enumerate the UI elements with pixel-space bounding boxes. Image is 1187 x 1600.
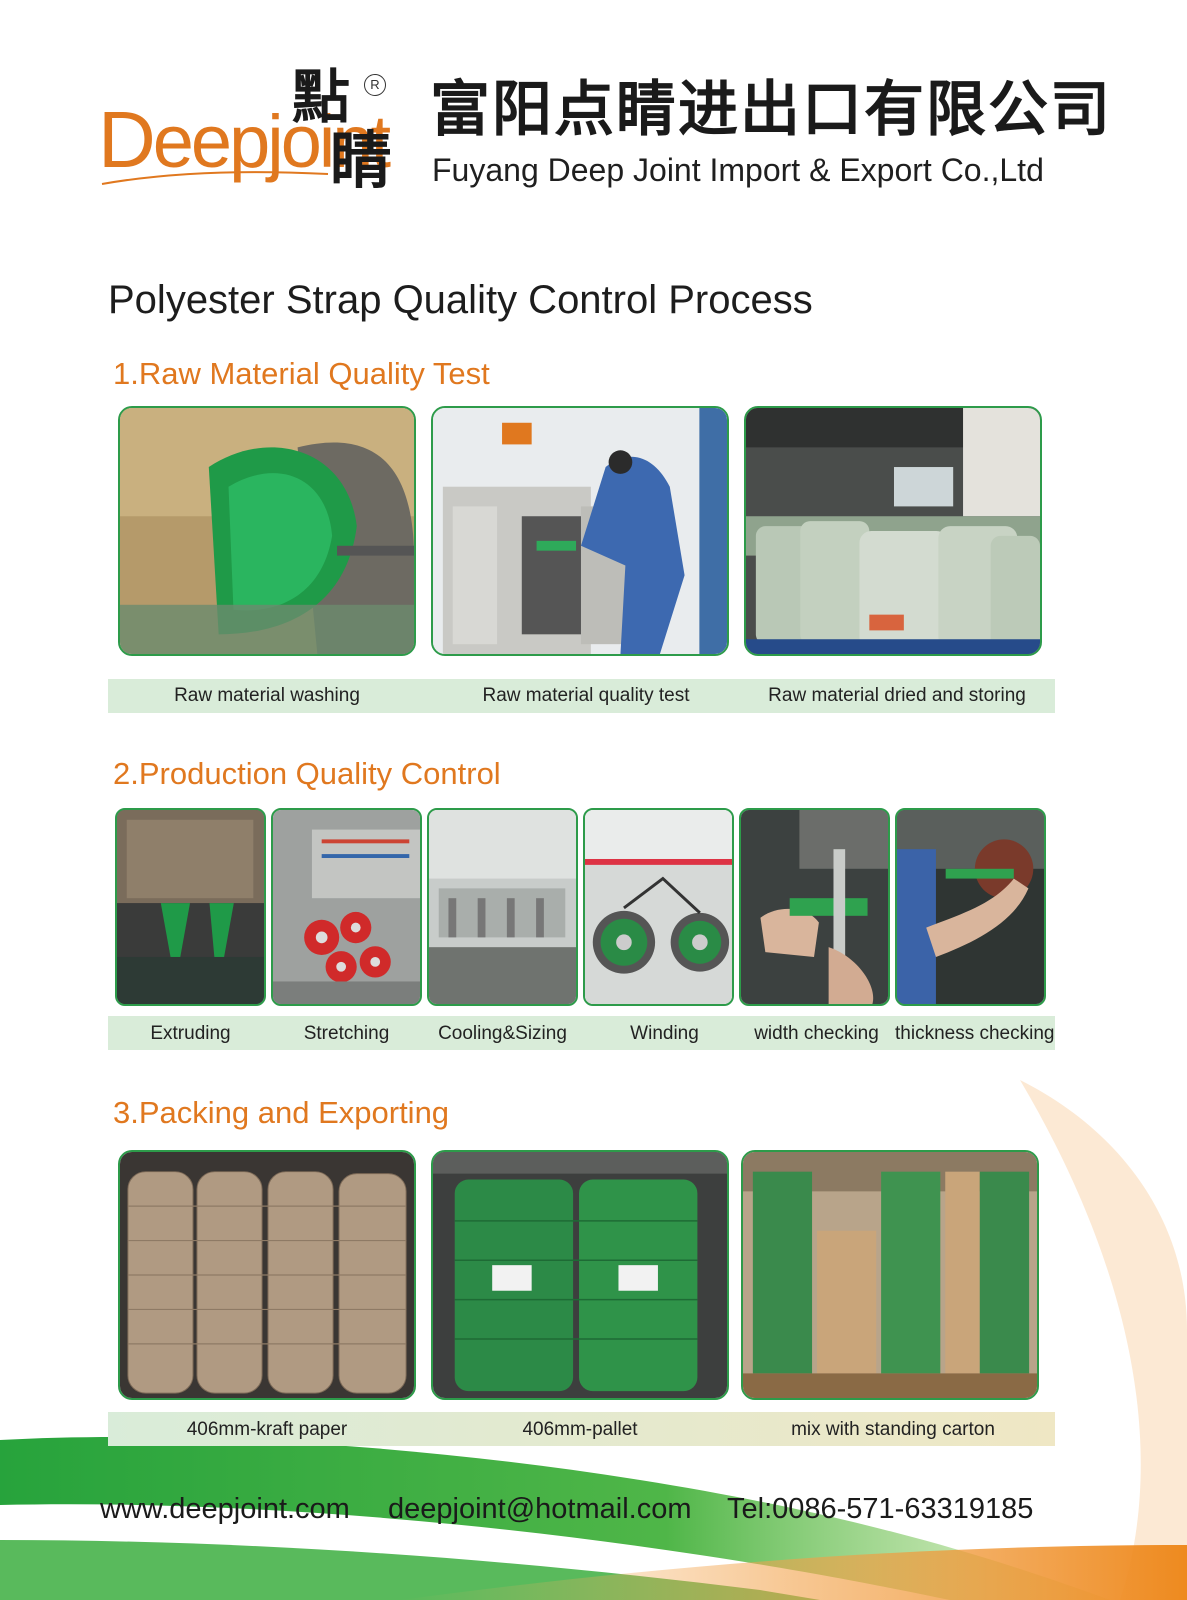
footer-email-link[interactable]: deepjoint@hotmail.com [388, 1493, 692, 1525]
caption-bar-section-3 [108, 1412, 1055, 1446]
footer-telephone: Tel:0086-571-63319185 [727, 1493, 1034, 1525]
logo-cjk-top: 點 [292, 63, 351, 131]
photo-width-checking [739, 808, 890, 1006]
photo-pallet-packing [431, 1150, 729, 1400]
caption-mix-carton: mix with standing carton [791, 1419, 995, 1440]
caption-cooling-sizing: Cooling&Sizing [438, 1023, 567, 1044]
caption-width-checking: width checking [754, 1023, 879, 1044]
photo-mix-standing-carton [741, 1150, 1039, 1400]
footer-website-link[interactable]: www.deepjoint.com [100, 1493, 350, 1525]
registered-mark: R [364, 74, 386, 96]
section-title-production: 2.Production Quality Control [113, 756, 501, 791]
caption-bar-section-1 [108, 679, 1055, 713]
caption-pallet: 406mm-pallet [522, 1419, 638, 1440]
caption-winding: Winding [630, 1023, 699, 1044]
photo-raw-material-washing [118, 406, 416, 656]
logo-rest: eepjoint [152, 100, 391, 183]
page-title: Polyester Strap Quality Control Process [108, 278, 813, 322]
caption-thickness-checking: thickness checking [895, 1023, 1055, 1044]
company-name-en: Fuyang Deep Joint Import & Export Co.,Lt… [432, 152, 1044, 188]
section-title-raw-material: 1.Raw Material Quality Test [113, 356, 490, 391]
caption-bar-section-2 [108, 1016, 1055, 1050]
company-name-cn: 富阳点睛进出口有限公司 [430, 75, 1112, 145]
photo-cooling-sizing [427, 808, 578, 1006]
logo-cjk-bottom: 睛 [330, 124, 393, 197]
photo-raw-material-dried-storing [744, 406, 1042, 656]
caption-extruding: Extruding [150, 1023, 231, 1044]
caption-kraft-paper: 406mm-kraft paper [186, 1419, 348, 1440]
caption-stretching: Stretching [303, 1023, 390, 1044]
section-title-packing: 3.Packing and Exporting [113, 1095, 450, 1130]
logo-wordmark: Deepjoint [98, 100, 391, 183]
photo-stretching [271, 808, 422, 1006]
photo-raw-material-quality-test [431, 406, 729, 656]
photo-extruding [115, 808, 266, 1006]
photo-winding [583, 808, 734, 1006]
caption-raw-material-dried-storing: Raw material dried and storing [768, 685, 1026, 706]
photo-thickness-checking [895, 808, 1046, 1006]
logo-underline-swoosh [101, 171, 329, 185]
caption-raw-material-quality-test: Raw material quality test [482, 685, 690, 706]
photo-kraft-paper-packing [118, 1150, 416, 1400]
logo-initial: D [98, 95, 156, 184]
caption-raw-material-washing: Raw material washing [174, 685, 360, 706]
